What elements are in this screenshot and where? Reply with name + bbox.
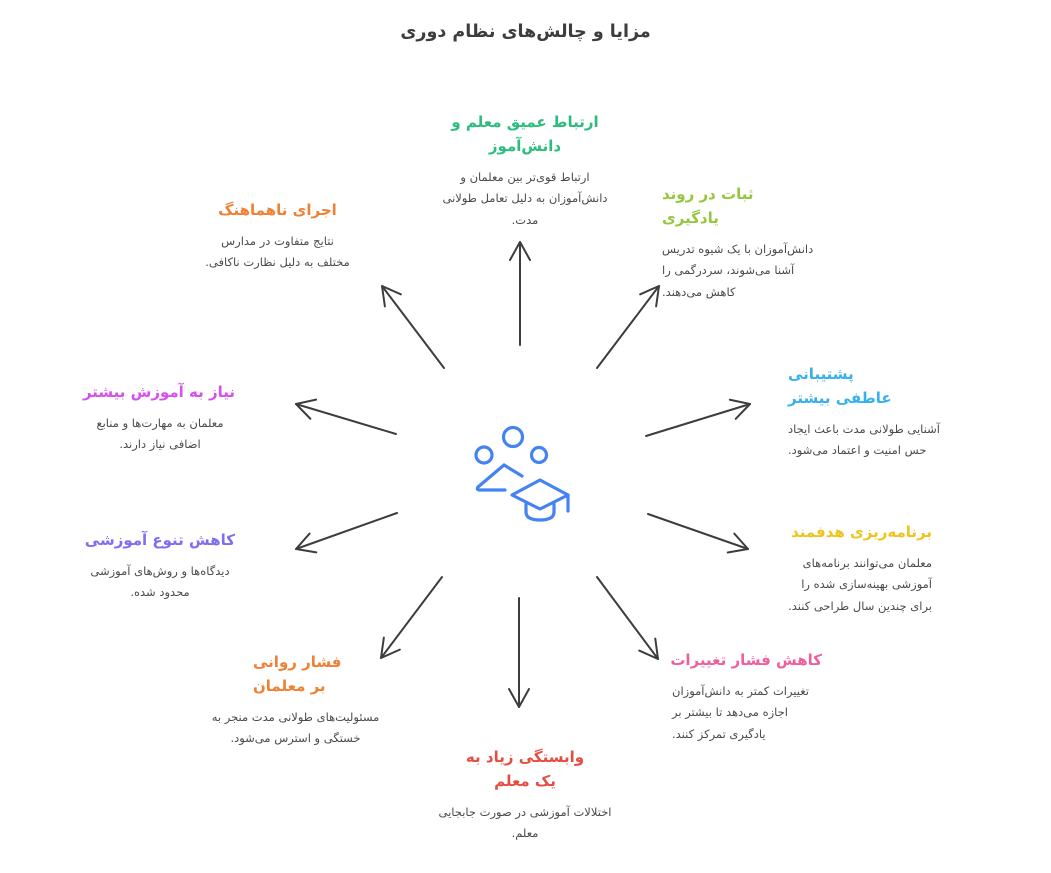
arrow-right-down xyxy=(647,513,749,554)
node-description: معلمان به مهارت‌ها و منابع اضافی نیاز دا… xyxy=(96,416,224,452)
arrow-top-right xyxy=(596,285,660,369)
node-more-emotional-support: پشتیبانی عاطفی بیشتر آشنایی طولانی مدت ب… xyxy=(788,362,953,462)
node-stability-in-learning: ثبات در روند یادگیری دانش‌آموزان با یک ش… xyxy=(662,182,822,303)
node-description: دانش‌آموزان با یک شیوه تدریس آشنا می‌شون… xyxy=(662,242,814,299)
node-deep-teacher-student-connection: ارتباط عمیق معلم و دانش‌آموز ارتباط قوی‌… xyxy=(430,110,620,231)
arrow-left-down xyxy=(295,512,398,554)
arrow-left-up xyxy=(295,398,397,435)
node-description: تغییرات کمتر به دانش‌آموزان اجازه می‌دهد… xyxy=(672,684,809,741)
node-title: کاهش فشار تغییرات xyxy=(670,651,822,669)
node-description: نتایج متفاوت در مدارس مختلف به دلیل نظار… xyxy=(205,234,350,270)
node-description: آشنایی طولانی مدت باعث ایجاد حس امنیت و … xyxy=(788,422,940,458)
node-need-for-more-training: نیاز به آموزش بیشتر معلمان به مهارت‌ها و… xyxy=(82,380,235,456)
students-graduation-cap-icon xyxy=(455,415,590,537)
node-inconsistent-implementation: اجرای ناهماهنگ نتایج متفاوت در مدارس مخت… xyxy=(205,198,350,274)
node-title: کاهش تنوع آموزشی xyxy=(84,531,235,549)
node-description: دیدگاه‌ها و روش‌های آموزشی محدود شده. xyxy=(90,564,230,600)
node-title: ارتباط عمیق معلم و دانش‌آموز xyxy=(451,113,599,155)
node-high-dependence-on-one-teacher: وابستگی زیاد به یک معلم اختلالات آموزشی … xyxy=(430,745,620,845)
node-description: معلمان می‌توانند برنامه‌های آموزشی بهینه… xyxy=(788,556,932,613)
node-title: فشار روانی بر معلمان xyxy=(253,653,342,695)
node-title: ثبات در روند یادگیری xyxy=(662,185,754,227)
node-title: برنامه‌ریزی هدفمند xyxy=(791,523,932,541)
diagram-title: مزایا و چالش‌های نظام دوری xyxy=(400,22,651,42)
node-description: اختلالات آموزشی در صورت جابجایی معلم. xyxy=(438,805,612,841)
node-description: ارتباط قوی‌تر بین معلمان و دانش‌آموزان ب… xyxy=(442,170,608,227)
node-psychological-pressure-on-teachers: فشار روانی بر معلمان مسئولیت‌های طولانی … xyxy=(198,650,393,750)
arrow-right-up xyxy=(645,398,751,437)
node-title: اجرای ناهماهنگ xyxy=(218,201,337,219)
arrow-bottom-left xyxy=(380,576,443,659)
node-title: نیاز به آموزش بیشتر xyxy=(82,383,235,401)
arrow-top-left xyxy=(381,285,445,369)
node-title: وابستگی زیاد به یک معلم xyxy=(465,748,585,790)
node-purposeful-planning: برنامه‌ریزی هدفمند معلمان می‌توانند برنا… xyxy=(780,520,932,617)
node-title: پشتیبانی عاطفی بیشتر xyxy=(788,365,892,407)
node-description: مسئولیت‌های طولانی مدت منجر به خستگی و ا… xyxy=(211,710,380,746)
node-reduced-educational-variety: کاهش تنوع آموزشی دیدگاه‌ها و روش‌های آمو… xyxy=(85,528,235,604)
node-reduced-change-pressure: کاهش فشار تغییرات تغییرات کمتر به دانش‌آ… xyxy=(670,648,822,745)
arrow-bottom-right xyxy=(596,576,659,660)
